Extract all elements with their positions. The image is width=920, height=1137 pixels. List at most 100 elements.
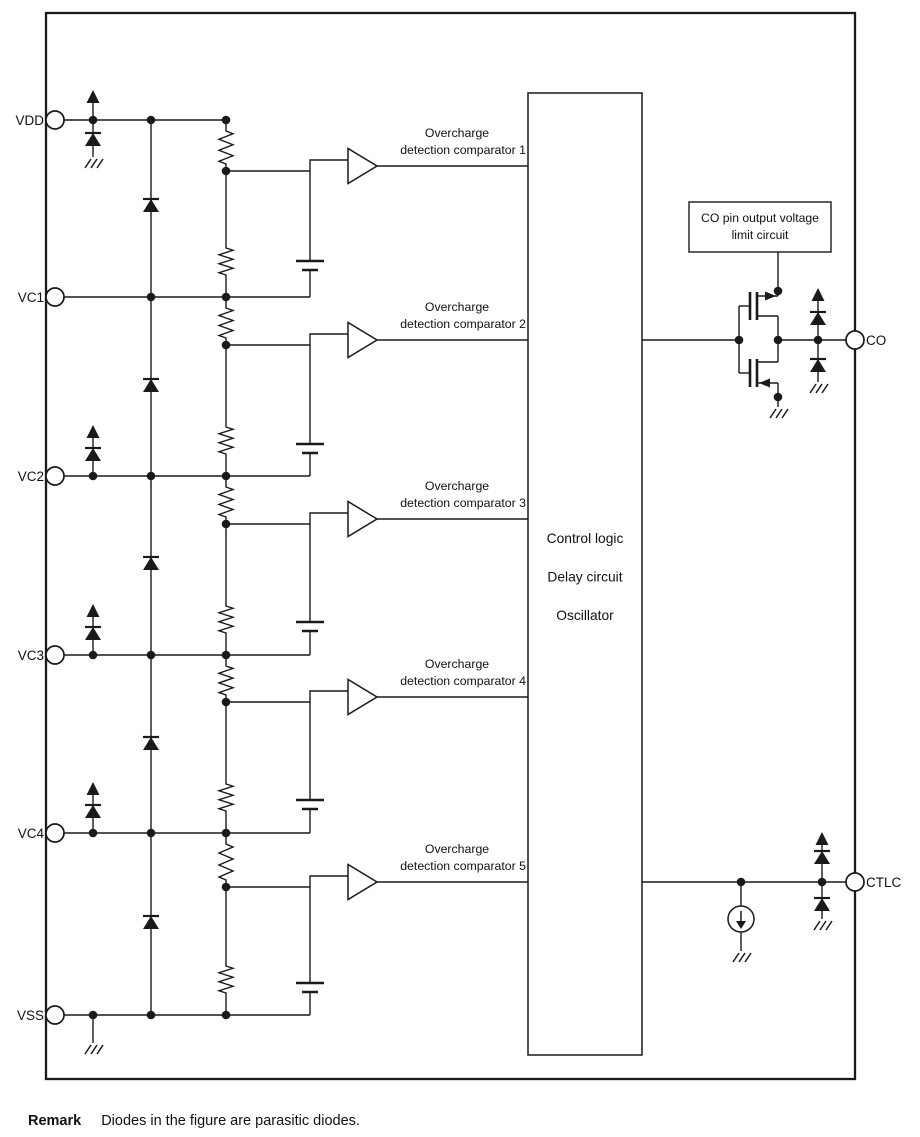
resistor-icon <box>216 171 236 297</box>
pin-terminal <box>845 330 865 350</box>
control-block-label: Control logic <box>547 531 624 546</box>
comparator-label: Overcharge <box>425 842 489 856</box>
ground-icon <box>90 1044 98 1055</box>
pin-terminal <box>45 466 65 486</box>
parasitic-diode-icon <box>85 627 101 640</box>
pin-label-ctlc: CTLC <box>866 875 902 890</box>
comparator-input-wire <box>309 875 348 983</box>
parasitic-diode-icon <box>143 557 159 570</box>
ground-icon <box>819 920 827 931</box>
comparator-label: Overcharge <box>425 300 489 314</box>
ground-icon <box>809 383 817 394</box>
resistor-icon <box>216 524 236 655</box>
resistor-icon <box>216 655 236 702</box>
ground-icon <box>825 920 833 931</box>
current-source-arrow-icon <box>736 921 746 929</box>
co-limit-box-label: limit circuit <box>732 228 789 242</box>
resistor-icon <box>217 120 235 171</box>
junction-dot <box>221 115 231 125</box>
comparator-input-wire <box>309 690 348 800</box>
comparator-label: detection comparator 4 <box>400 674 526 688</box>
comparator-icon <box>347 321 379 359</box>
pin-terminal <box>45 110 65 130</box>
ground-icon <box>738 952 746 963</box>
up-arrowhead-icon <box>815 832 829 845</box>
junction-dot <box>88 828 98 838</box>
comparator-input-wire <box>309 333 348 444</box>
pin-terminal <box>845 872 865 892</box>
ground-icon <box>769 408 777 419</box>
resistor-icon <box>216 702 236 833</box>
comparator-icon <box>347 863 379 901</box>
resistor-icon <box>216 345 236 476</box>
parasitic-diode-icon <box>85 805 101 818</box>
parasitic-diode-icon <box>814 851 830 864</box>
comparator-icon <box>347 147 379 185</box>
comparator-icon <box>347 500 379 538</box>
junction-dot <box>221 471 231 481</box>
ground-icon <box>813 920 821 931</box>
parasitic-diode-icon <box>85 133 101 146</box>
parasitic-diode-icon <box>143 199 159 212</box>
comparator-label: Overcharge <box>425 657 489 671</box>
up-arrowhead-icon <box>86 425 100 438</box>
junction-dot <box>734 335 744 345</box>
comparator-label: detection comparator 1 <box>400 143 526 157</box>
control-logic-block <box>527 92 643 1056</box>
comparator-input-wire <box>309 159 348 261</box>
parasitic-diode-icon <box>143 916 159 929</box>
parasitic-diode-icon <box>810 359 826 372</box>
co-limit-box-label: CO pin output voltage <box>701 211 819 225</box>
pin-terminal <box>45 287 65 307</box>
junction-dot <box>88 471 98 481</box>
up-arrowhead-icon <box>86 604 100 617</box>
junction-dot <box>88 650 98 660</box>
parasitic-diode-icon <box>814 898 830 911</box>
control-block-label: Delay circuit <box>547 570 622 585</box>
nmos-arrow-icon <box>759 378 770 388</box>
pin-label-vdd: VDD <box>15 113 44 128</box>
junction-dot <box>221 650 231 660</box>
resistor-icon <box>217 833 235 887</box>
comparator-label: Overcharge <box>425 479 489 493</box>
comparator-icon <box>347 678 379 716</box>
resistor-icon <box>216 297 236 345</box>
ground-icon <box>90 158 98 169</box>
pin-label-vss: VSS <box>17 1008 44 1023</box>
up-arrowhead-icon <box>811 288 825 301</box>
ground-icon <box>96 1044 104 1055</box>
parasitic-diode-icon <box>143 737 159 750</box>
up-arrowhead-icon <box>86 782 100 795</box>
ground-icon <box>84 1044 92 1055</box>
remark-label: Remark <box>28 1113 82 1129</box>
pin-terminal <box>45 645 65 665</box>
ground-icon <box>96 158 104 169</box>
parasitic-diode-icon <box>810 312 826 325</box>
resistor-icon <box>216 887 236 1015</box>
ic-outer-border <box>44 11 857 1081</box>
ground-icon <box>775 408 783 419</box>
control-block-label: Oscillator <box>556 608 614 623</box>
pin-label-vc3: VC3 <box>18 648 44 663</box>
pin-label-co: CO <box>866 333 886 348</box>
junction-dot <box>221 828 231 838</box>
comparator-label: detection comparator 5 <box>400 859 526 873</box>
ground-icon <box>821 383 829 394</box>
junction-dot <box>221 1010 231 1020</box>
comparator-label: Overcharge <box>425 126 489 140</box>
pmos-arrow-icon <box>765 291 776 301</box>
co-limit-box <box>688 201 832 253</box>
junction-dot <box>88 1010 98 1020</box>
pin-label-vc2: VC2 <box>18 469 44 484</box>
junction-dot <box>221 292 231 302</box>
resistor-icon <box>216 476 236 524</box>
up-arrowhead-icon <box>86 90 100 103</box>
ground-icon <box>815 383 823 394</box>
ground-icon <box>744 952 752 963</box>
ground-icon <box>781 408 789 419</box>
comparator-label: detection comparator 2 <box>400 317 526 331</box>
ground-icon <box>84 158 92 169</box>
